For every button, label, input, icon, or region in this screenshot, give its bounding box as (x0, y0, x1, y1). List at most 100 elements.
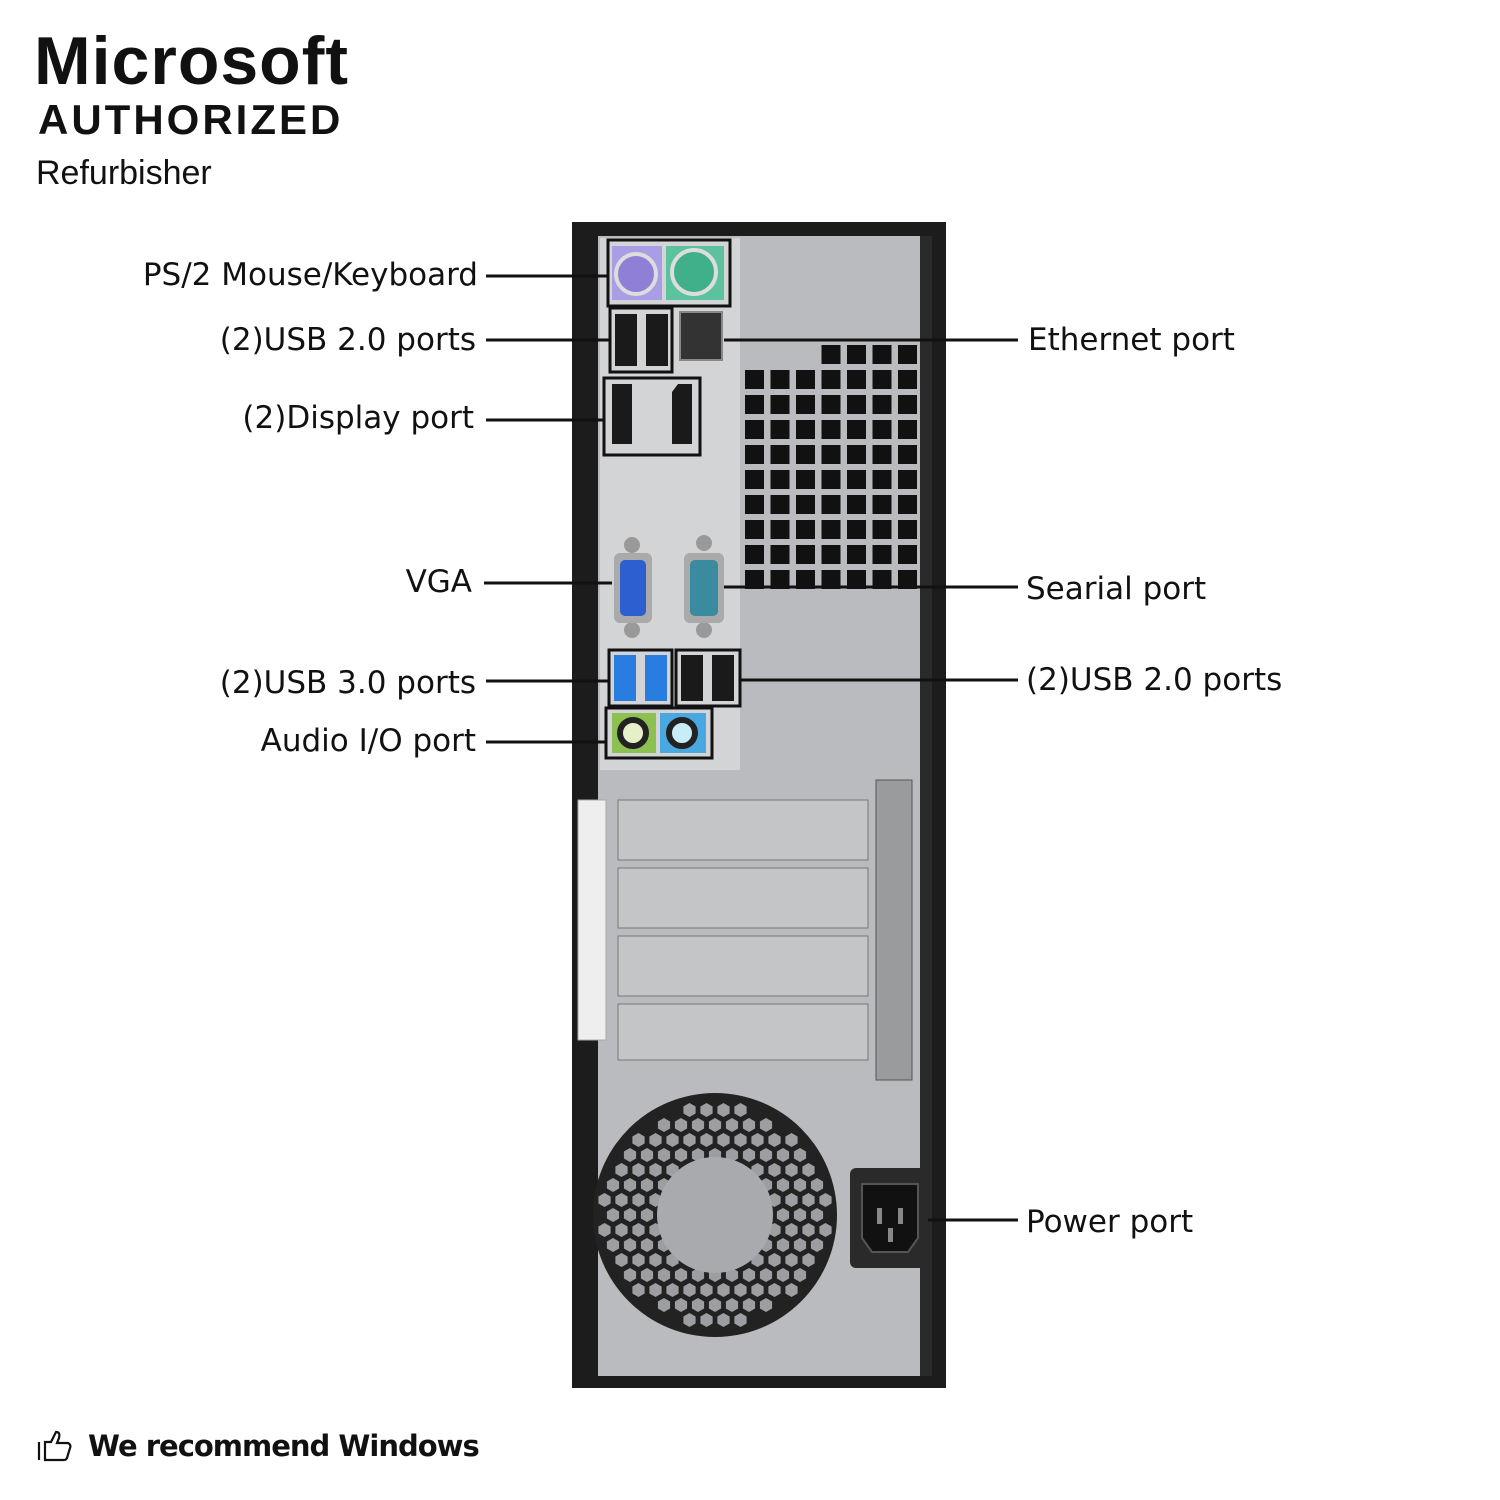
fan-hub (657, 1157, 773, 1273)
vent-hole (872, 570, 892, 589)
fan-hole (776, 1148, 790, 1162)
fan-hole (700, 1103, 713, 1117)
fan-hole (759, 1148, 773, 1162)
fan-hole (683, 1313, 696, 1327)
fan-hole (751, 1283, 764, 1297)
vent-hole (796, 420, 815, 439)
fan-hole (717, 1103, 730, 1117)
vent-hole (796, 570, 815, 589)
fan-hole (793, 1208, 807, 1222)
label-usb3: (2)USB 3.0 ports (220, 665, 476, 701)
fan-hole (725, 1298, 739, 1312)
fan-hole (683, 1283, 696, 1297)
fan-hole (717, 1313, 730, 1327)
label-ps2: PS/2 Mouse/Keyboard (143, 257, 478, 293)
audio-box (604, 706, 714, 760)
vent-hole (745, 395, 764, 414)
vent-hole (821, 395, 841, 414)
vent-hole (821, 345, 841, 364)
label-usb2-right: (2)USB 2.0 ports (1026, 662, 1282, 698)
fan-hole (700, 1283, 713, 1297)
vent-hole (770, 495, 790, 514)
fan-hole (598, 1223, 611, 1237)
fan-hole (632, 1193, 645, 1207)
vent-hole (770, 470, 790, 489)
fan-hole (785, 1283, 798, 1297)
vent-hole (872, 520, 892, 539)
fan-hole (785, 1223, 798, 1237)
fan-hole (776, 1208, 790, 1222)
vent-hole (898, 445, 917, 464)
fan-hole (691, 1148, 705, 1162)
fan-hole (649, 1163, 662, 1177)
vent-hole (898, 395, 917, 414)
usb3-port (645, 655, 667, 701)
fan-hole (674, 1268, 688, 1282)
vent-hole (821, 470, 841, 489)
fan-hole (632, 1253, 645, 1267)
vent-hole (847, 545, 866, 564)
fan-hole (742, 1118, 756, 1132)
vent-hole (898, 370, 917, 389)
vent-hole (847, 570, 866, 589)
vent-hole (821, 370, 841, 389)
logo-microsoft: Microsoft (34, 23, 349, 99)
vent-hole (745, 445, 764, 464)
fan-hole (734, 1103, 747, 1117)
vent-hole (898, 545, 917, 564)
vent-hole (872, 395, 892, 414)
fan-hole (657, 1298, 671, 1312)
fan-hole (810, 1178, 824, 1192)
fan-hole (810, 1208, 824, 1222)
serial-label-sticker (577, 799, 607, 1041)
vent-hole (847, 495, 866, 514)
vent-grid (745, 345, 917, 589)
vent-hole (898, 570, 917, 589)
vent-hole (745, 420, 764, 439)
expansion-slots (617, 779, 913, 1081)
fan-hole (598, 1193, 611, 1207)
fan-hole (606, 1208, 620, 1222)
fan-hole (717, 1283, 730, 1297)
vent-hole (821, 545, 841, 564)
fan-hole (742, 1268, 756, 1282)
fan-hole (691, 1268, 705, 1282)
fan-hole (751, 1133, 764, 1147)
fan-hole (691, 1298, 705, 1312)
vent-hole (872, 345, 892, 364)
vent-hole (796, 445, 815, 464)
vent-hole (898, 345, 917, 364)
vent-hole (796, 395, 815, 414)
vent-hole (770, 570, 790, 589)
usb2-port (615, 314, 637, 366)
vent-hole (847, 520, 866, 539)
vent-hole (770, 545, 790, 564)
displayport-port (612, 384, 632, 444)
fan-hole (700, 1313, 713, 1327)
label-vga: VGA (406, 564, 472, 600)
fan-hole (615, 1163, 628, 1177)
vent-hole (745, 470, 764, 489)
usb2-right-box (674, 648, 742, 708)
label-audio: Audio I/O port (261, 723, 476, 759)
fan-hole (759, 1268, 773, 1282)
usb3-port (614, 655, 636, 701)
vent-hole (872, 420, 892, 439)
fan-hole (708, 1118, 722, 1132)
audio-out-jack (617, 717, 649, 749)
fan-hole (759, 1298, 773, 1312)
vent-hole (796, 520, 815, 539)
fan-hole (623, 1268, 637, 1282)
vga-port (620, 560, 646, 616)
fan-hole (674, 1298, 688, 1312)
fan-hole (632, 1283, 645, 1297)
vent-hole (847, 420, 866, 439)
vent-hole (847, 395, 866, 414)
fan-hole (776, 1238, 790, 1252)
fan-hole (632, 1133, 645, 1147)
fan-hole (768, 1283, 781, 1297)
vent-hole (796, 545, 815, 564)
fan-hole (674, 1118, 688, 1132)
fan-hole (725, 1148, 739, 1162)
vent-hole (821, 445, 841, 464)
